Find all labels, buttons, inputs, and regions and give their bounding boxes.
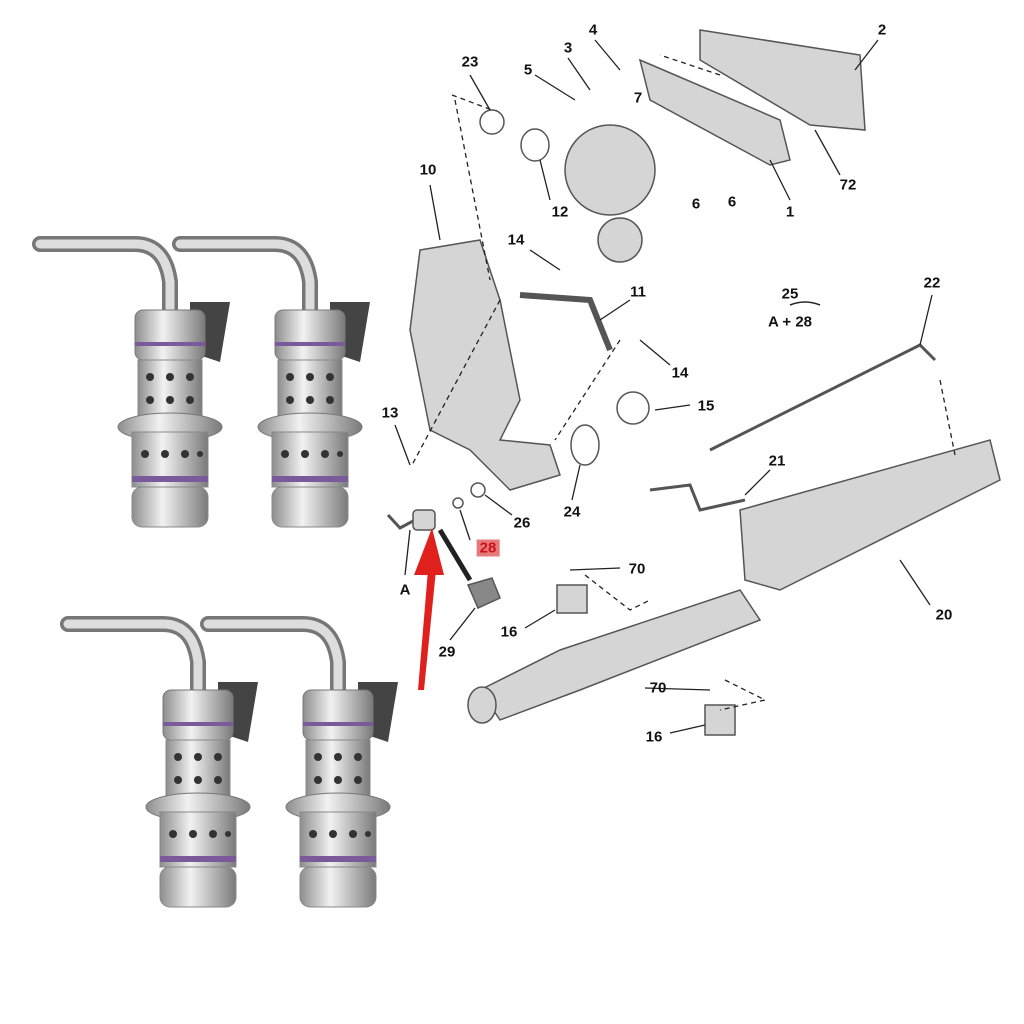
callout: 16 [500, 623, 518, 641]
seal-28 [452, 497, 464, 509]
cap-29 [466, 577, 501, 609]
callout: 13 [381, 404, 399, 422]
callout: A [399, 581, 411, 599]
callout: 29 [438, 643, 456, 661]
part-26 [470, 482, 486, 498]
mount-16 [556, 584, 588, 614]
callout: 6 [727, 193, 737, 211]
red-arrow [414, 528, 444, 690]
clamp-12 [520, 128, 550, 162]
callout: 7 [633, 89, 643, 107]
callout: A + 28 [767, 313, 813, 331]
manifold-gasket [699, 29, 866, 131]
exhaust-manifold [638, 58, 791, 166]
callout: 24 [563, 503, 581, 521]
callout: 16 [645, 728, 663, 746]
callout: 25 [781, 285, 799, 303]
callout: 14 [671, 364, 689, 382]
callout: 23 [461, 53, 479, 71]
injector-product-1 [40, 244, 230, 527]
injector-product-3 [68, 624, 258, 907]
callout: 70 [628, 560, 646, 578]
callout: 1 [785, 203, 795, 221]
catalytic-converter [409, 239, 561, 491]
silencer-20 [739, 439, 1001, 591]
parts-exploded-view [386, 29, 1001, 736]
callout: 12 [551, 203, 569, 221]
callout: 4 [588, 21, 598, 39]
gasket-24 [570, 424, 600, 466]
exhaust-pipe [478, 589, 762, 721]
brace-25 [789, 301, 821, 306]
callout: 6 [691, 195, 701, 213]
callout: 10 [419, 161, 437, 179]
bracket-11 [519, 292, 613, 352]
gasket-23 [479, 109, 505, 135]
leader-lines [411, 54, 956, 711]
callout: 3 [563, 39, 573, 57]
clamp-15 [616, 391, 650, 425]
mount-16b [704, 704, 736, 736]
pipe-22 [709, 343, 937, 452]
callout: 2 [877, 21, 887, 39]
callout: 5 [523, 61, 533, 79]
callout: 21 [768, 452, 786, 470]
callout: 20 [935, 606, 953, 624]
callout: 14 [507, 231, 525, 249]
callout: 11 [630, 283, 646, 301]
callout-lines [394, 39, 933, 734]
callout-highlighted: 28 [476, 539, 500, 557]
turbocharger [564, 124, 656, 216]
pipe-21 [649, 483, 746, 512]
injector-part-A [412, 509, 436, 531]
callout: 22 [923, 274, 941, 292]
callout: 70 [649, 679, 667, 697]
callout: 72 [839, 176, 857, 194]
callout: 15 [697, 397, 715, 415]
callout: 26 [513, 514, 531, 532]
